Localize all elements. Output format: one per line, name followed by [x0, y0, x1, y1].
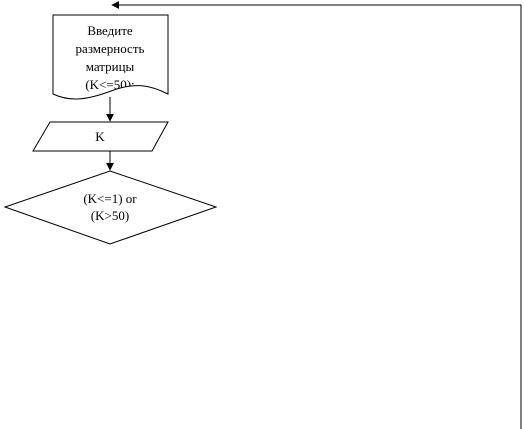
document-line-4: (K<=50):: [85, 77, 134, 92]
document-line-1: Введите: [87, 23, 133, 38]
decision-line-2: (K>50): [91, 208, 129, 223]
decision-shape: [3, 170, 218, 245]
document-node: Введите размерность матрицы (K<=50):: [52, 14, 169, 100]
document-line-2: размерность: [76, 41, 145, 56]
document-shape: [52, 14, 169, 100]
loop-back-connector: [111, 1, 522, 429]
decision-node: (K<=1) or (K>50): [3, 170, 218, 245]
input-label: K: [95, 129, 105, 144]
decision-line-1: (K<=1) or: [83, 191, 137, 206]
document-line-3: матрицы: [86, 59, 135, 74]
input-shape: [32, 121, 169, 152]
input-node: K: [32, 121, 169, 152]
